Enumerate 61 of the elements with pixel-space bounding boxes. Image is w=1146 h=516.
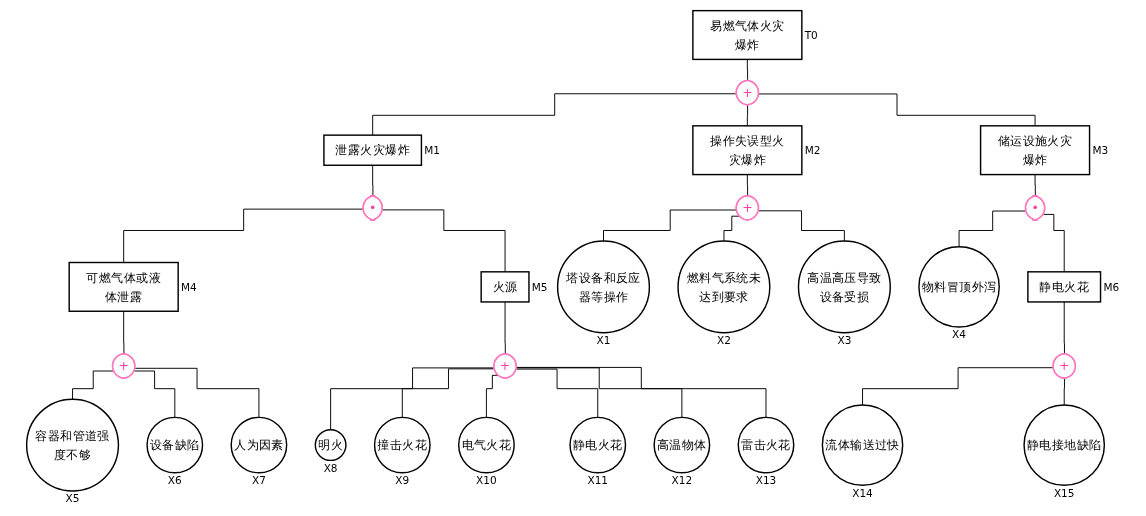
event-code: M2	[804, 144, 821, 156]
connector	[1063, 301, 1066, 355]
connector	[723, 215, 741, 242]
event-code: X12	[671, 474, 693, 487]
node-circle: 静电接地缺陷	[1023, 404, 1106, 486]
node-circle: 设备缺陷	[146, 416, 204, 474]
event-code: X15	[1053, 486, 1075, 499]
connector	[330, 367, 495, 431]
event-code: X8	[323, 461, 338, 474]
event-code: M4	[181, 280, 197, 293]
node-circle: 物料冒顶外泻	[918, 246, 1000, 328]
node-box: 可燃气体或液体泄露	[68, 261, 179, 312]
event-code: X5	[65, 492, 80, 505]
node-circle: 明火	[314, 429, 347, 462]
node-circle: 高温物体	[653, 416, 711, 474]
node-circle: 静电火花	[569, 416, 627, 474]
node-circle: 塔设备和反应器等操作	[556, 240, 651, 334]
event-code: X3	[837, 334, 852, 347]
node-box: 易燃气体火灾爆炸	[692, 9, 803, 61]
node-circle: 人为因素	[230, 416, 288, 474]
node-box: 操作失误型火灾爆炸	[692, 125, 803, 176]
node-circle: 容器和管道强度不够	[25, 398, 120, 492]
connector	[382, 209, 506, 273]
event-code: X7	[252, 474, 266, 487]
connector	[133, 370, 176, 418]
node-circle: 雷击火花	[737, 416, 795, 474]
connector	[758, 93, 1036, 127]
connector	[515, 368, 599, 418]
event-code: T0	[804, 28, 818, 41]
node-circle: 高温高压导致设备受损	[797, 240, 891, 334]
connector	[485, 374, 499, 418]
node-circle: 燃料气系统未达到要求	[677, 240, 771, 334]
connector	[516, 367, 683, 418]
node-box: 泄露火灾爆炸	[323, 134, 423, 166]
event-code: M6	[1103, 280, 1120, 293]
node-circle: 撞击火花	[373, 416, 431, 474]
node-box: 静电火花	[1027, 271, 1102, 303]
event-code: X6	[167, 474, 182, 487]
connector	[516, 366, 767, 418]
node-box: 火源	[480, 271, 530, 303]
event-code: X1	[596, 334, 611, 347]
node-circle: 电气火花	[458, 416, 515, 474]
connector	[134, 367, 260, 418]
node-circle: 流体输送过快	[821, 404, 904, 486]
connector	[746, 104, 749, 127]
event-code: X2	[717, 334, 731, 347]
event-code: X4	[952, 328, 967, 341]
connector	[758, 210, 845, 242]
event-code: M5	[531, 280, 548, 293]
event-code: M3	[1092, 144, 1109, 156]
event-code: X14	[852, 486, 873, 499]
connector	[1043, 213, 1065, 273]
connector	[1063, 378, 1066, 406]
event-code: M1	[424, 144, 441, 156]
connector	[72, 370, 115, 400]
event-code: X9	[395, 474, 410, 487]
event-code: X10	[476, 474, 497, 487]
event-code: X13	[755, 474, 777, 487]
event-code: X11	[587, 474, 609, 487]
connector	[958, 210, 1027, 248]
node-box: 储运设施火灾爆炸	[979, 125, 1091, 176]
